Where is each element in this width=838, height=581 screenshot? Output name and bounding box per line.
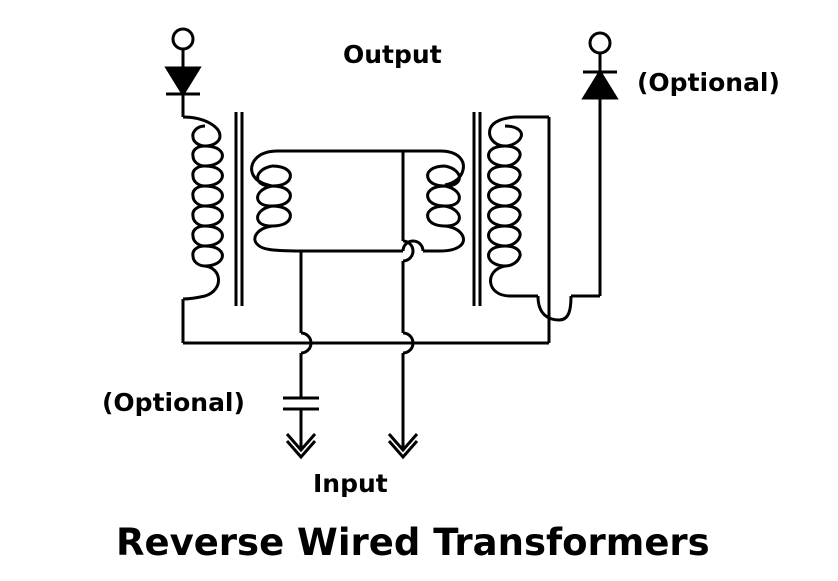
right-input-arrow-icon (387, 433, 419, 460)
secondary-interconnect-wires (301, 149, 440, 333)
input-label: Input (313, 469, 388, 498)
output-label: Output (343, 40, 442, 69)
optional-diode-label: (Optional) (637, 68, 780, 97)
left-output-terminal (171, 27, 195, 68)
right-output-terminal (588, 31, 612, 55)
right-transformer-core (472, 112, 482, 306)
left-primary-coil (181, 115, 224, 343)
left-diode-icon (164, 66, 202, 117)
right-diode-icon (581, 53, 619, 100)
optional-capacitor-label: (Optional) (102, 388, 245, 417)
capacitor-icon (283, 396, 319, 450)
right-input-lead (401, 331, 415, 450)
right-secondary-coil (426, 149, 465, 253)
left-secondary-coil (250, 149, 302, 253)
left-input-arrow-icon (285, 433, 317, 460)
right-output-wire (536, 98, 602, 322)
left-input-lead (299, 251, 313, 398)
diagram-title: Reverse Wired Transformers (116, 521, 710, 564)
right-primary-coil (487, 115, 551, 343)
left-transformer-core (234, 112, 244, 306)
